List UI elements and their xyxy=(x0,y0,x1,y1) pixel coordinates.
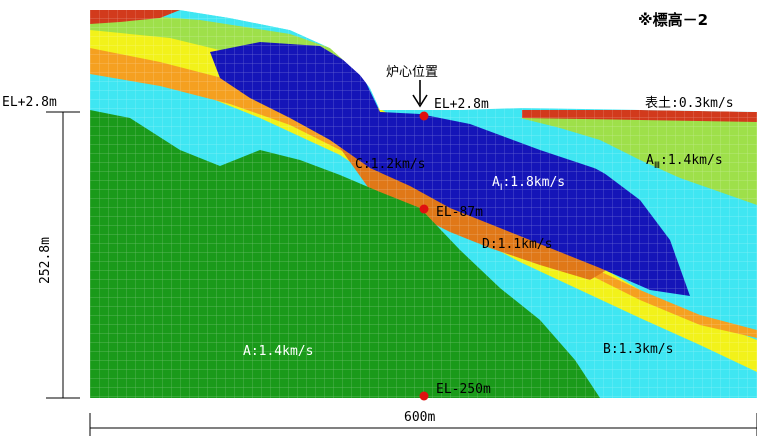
reactor-position-label: 炉心位置 xyxy=(386,65,438,80)
layer-a-label: A:1.4km/s xyxy=(243,344,313,359)
marker-mid xyxy=(419,204,429,214)
elevation-mid-label: EL-87m xyxy=(436,205,483,220)
layer-b-label: B:1.3km/s xyxy=(603,342,673,357)
note-label: ※標高－2 xyxy=(638,11,708,29)
width-dimension-label: 600m xyxy=(404,410,435,425)
layer-d-label: D:1.1km/s xyxy=(482,237,552,252)
layer-ai-label: AⅠ:1.8km/s xyxy=(492,175,565,193)
height-dimension-label: 252.8m xyxy=(38,237,53,284)
topsoil-label: 表土:0.3km/s xyxy=(645,96,734,111)
left-elevation-label: EL+2.8m xyxy=(2,95,57,110)
elevation-bottom-label: EL-250m xyxy=(436,382,491,397)
elevation-top-label: EL+2.8m xyxy=(434,97,489,112)
layer-c-label: C:1.2km/s xyxy=(355,157,425,172)
reactor-arrow-head xyxy=(412,94,428,108)
marker-top xyxy=(419,111,429,121)
marker-bottom xyxy=(419,391,429,401)
layer-aiii-label: AⅢ:1.4km/s xyxy=(646,153,723,171)
sky-mask xyxy=(180,10,757,110)
